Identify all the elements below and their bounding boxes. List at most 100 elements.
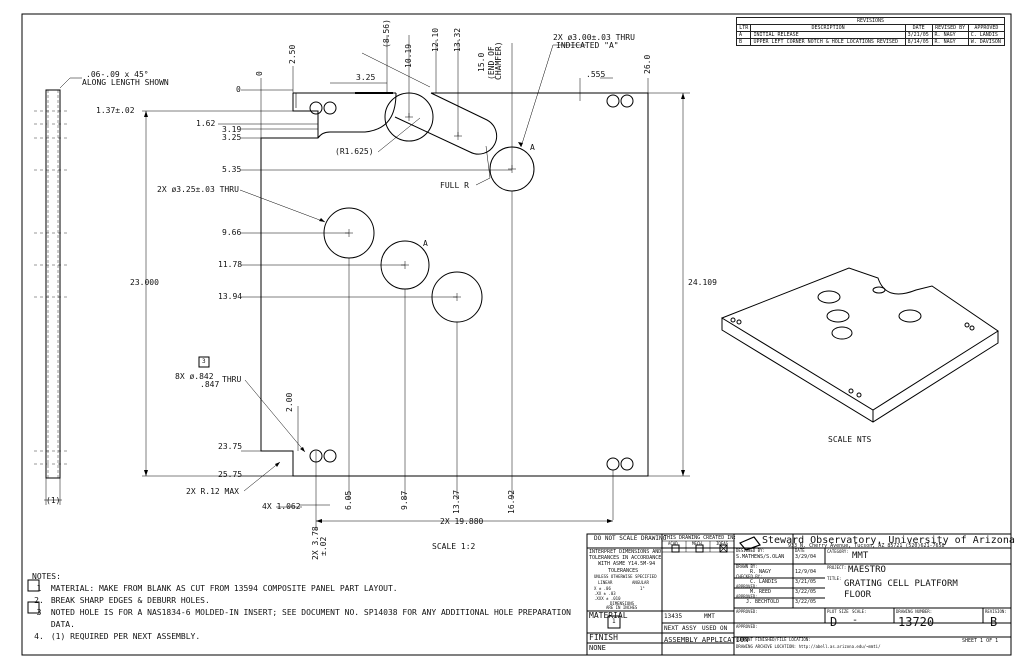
tb-used-on: USED ON [702, 625, 728, 632]
tb-acad: ACAD [668, 541, 678, 546]
tb-interpret-1: INTERPRET DIMENSIONS AND [589, 549, 662, 555]
holes-325-note: 2X ø3.25±.03 THRU [157, 185, 239, 194]
rev-header: APPROVED [967, 24, 1006, 32]
side-view [34, 77, 82, 505]
center-marks [345, 113, 516, 301]
dim-left-137: 1.37±.02 [96, 106, 135, 115]
note-ref-3: 3 [202, 358, 206, 365]
dim-left-319: 3.19 [222, 125, 242, 134]
tb-drawing-num: 13720 [898, 615, 935, 629]
tb-unless: UNLESS OTHERWISE SPECIFIED [594, 574, 657, 579]
rev-header: DESCRIPTION [750, 24, 906, 32]
dim-top-1210: 12.10 [431, 27, 440, 52]
tb-finish-label: FINISH [589, 633, 618, 642]
tb-inches: ARE IN INCHES [606, 605, 638, 610]
dim-bot-1327: 13.27 [452, 489, 461, 514]
tb-drawn-label: DRAWN BY: [736, 564, 758, 569]
note-item: 2. BREAK SHARP EDGES & DEBURR HOLES. [34, 596, 210, 605]
dimension-lines [142, 35, 690, 530]
dim-left-0: 0 [236, 85, 241, 94]
note-ref-boxes [27, 356, 210, 614]
dim-bot-1692: 16.92 [507, 489, 516, 514]
tb-revision-label: REVISION: [985, 609, 1007, 614]
end-chamfer-label: (END OF CHAMFER) [487, 41, 503, 80]
rev-cell: W. DAVISON [967, 38, 1006, 46]
dim-bot-987: 9.87 [400, 490, 409, 510]
tb-next-assy: NEXT ASSY [664, 625, 697, 632]
tb-created-in: THIS DRAWING CREATED IN: [664, 535, 737, 541]
dim-top-260: 26.0 [643, 54, 652, 74]
note-item: 1 MATERIAL: MAKE FROM BLANK AS CUT FROM … [36, 584, 398, 593]
tb-finish-value: NONE [589, 644, 606, 652]
dim-left-325: 3.25 [222, 133, 242, 142]
tb-project-label: PROJECT: [827, 565, 847, 570]
tb-tol-x: X ± .06 [594, 586, 611, 591]
insert-hole [323, 449, 337, 463]
isometric-view [720, 267, 999, 423]
dim-bot-19880: 2X 19.880 [440, 517, 484, 526]
rev-cell: 8/14/05 [904, 38, 933, 46]
tb-title-1: GRATING CELL PLATFORM [844, 579, 958, 589]
dim-555: .555 [586, 70, 606, 79]
tb-approved-2: J. BECHTOLD [746, 599, 780, 605]
dim-top-1332: 13.32 [453, 27, 462, 52]
insert-hole [309, 101, 323, 115]
tb-interpret-2: TOLERANCES IN ACCORDANCE [589, 555, 662, 561]
revisions-title: REVISIONS [736, 17, 1005, 25]
tb-date-label: DATE [795, 548, 805, 553]
radius-label: (R1.625) [335, 147, 374, 156]
dim-left-2375: 23.75 [218, 442, 243, 451]
general-notes: NOTES: 1 MATERIAL: MAKE FROM BLANK AS CU… [32, 571, 571, 643]
dim-left-966: 9.66 [222, 228, 242, 237]
dim-left-1178: 11.78 [218, 260, 243, 269]
tb-next-assy-num: 13435 [664, 613, 683, 620]
tb-scale-label: SCALE: [852, 609, 867, 614]
holes-8x-note-2: .847 [200, 380, 220, 389]
tb-do-not-scale: DO NOT SCALE DRAWING [594, 535, 667, 542]
tb-drawn-by: R. NAGY [750, 569, 772, 575]
tb-address: 933 N. Cherry Avenue, Tucson, AZ 85721 (… [788, 543, 945, 549]
tb-tolerances: TOLERANCES [608, 568, 639, 574]
tb-tol-ang: 1° [640, 586, 645, 591]
rev-cell: UPPER LEFT CORNER NOTCH & HOLE LOCATIONS… [750, 38, 906, 46]
tb-category: MMT [852, 551, 869, 561]
tb-approved-1-date: 3/22/05 [795, 589, 817, 595]
scale-label: SCALE 1:2 [432, 542, 476, 551]
tb-title-2: FLOOR [844, 590, 872, 600]
holes-300-note-1: 2X ø3.00±.03 THRU [553, 33, 635, 42]
rev-cell: C. LANDIS [967, 31, 1006, 39]
arrowheads [144, 93, 685, 523]
rev-header: DATE [904, 24, 933, 32]
note-item: DATA. [50, 620, 75, 629]
tb-approved-4-label: APPROVED: [736, 624, 758, 629]
tb-tol-xxx: .XXX ± .010 [594, 596, 621, 601]
tb-approved-2-label: APPROVED: [736, 594, 758, 599]
sheet-border [21, 13, 1012, 656]
tb-ideas: IDEAS [716, 541, 729, 546]
insert-hole [620, 94, 634, 108]
dim-325: 3.25 [356, 73, 376, 82]
tb-scale-value: - [852, 615, 859, 626]
edge-count: (1) [46, 496, 61, 505]
dim-height-23: 23.000 [130, 278, 159, 287]
rev-cell: R. NAGY [931, 31, 969, 39]
tb-drawn-date: 12/9/04 [795, 569, 817, 575]
dim-bot-4x: 4X 1.062 [262, 502, 301, 511]
tb-title-label: TITLE: [827, 576, 842, 581]
dim-top-0: 0 [255, 71, 264, 76]
dim-left-535: 5.35 [222, 165, 242, 174]
r12-note: 2X R.12 MAX [186, 487, 239, 496]
tb-sheet: SHEET 1 OF 1 [962, 638, 999, 644]
rev-cell: A [735, 31, 752, 39]
dim-top-250: 2.50 [288, 44, 297, 64]
revisions-table: REVISIONS LTR DESCRIPTION DATE REVISED B… [735, 17, 1006, 46]
holes-8x-thru: THRU [222, 375, 242, 384]
dim-v-200: 2.00 [285, 392, 294, 412]
insert-hole [606, 94, 620, 108]
dim-left-1394: 13.94 [218, 292, 243, 301]
observatory-logo [739, 536, 761, 551]
tb-approved-label: APPROVED: [736, 584, 758, 589]
dim-left-2575: 25.75 [218, 470, 243, 479]
tb-checked-label: CHECKED BY: [736, 574, 763, 579]
tb-project: MAESTRO [848, 565, 886, 575]
